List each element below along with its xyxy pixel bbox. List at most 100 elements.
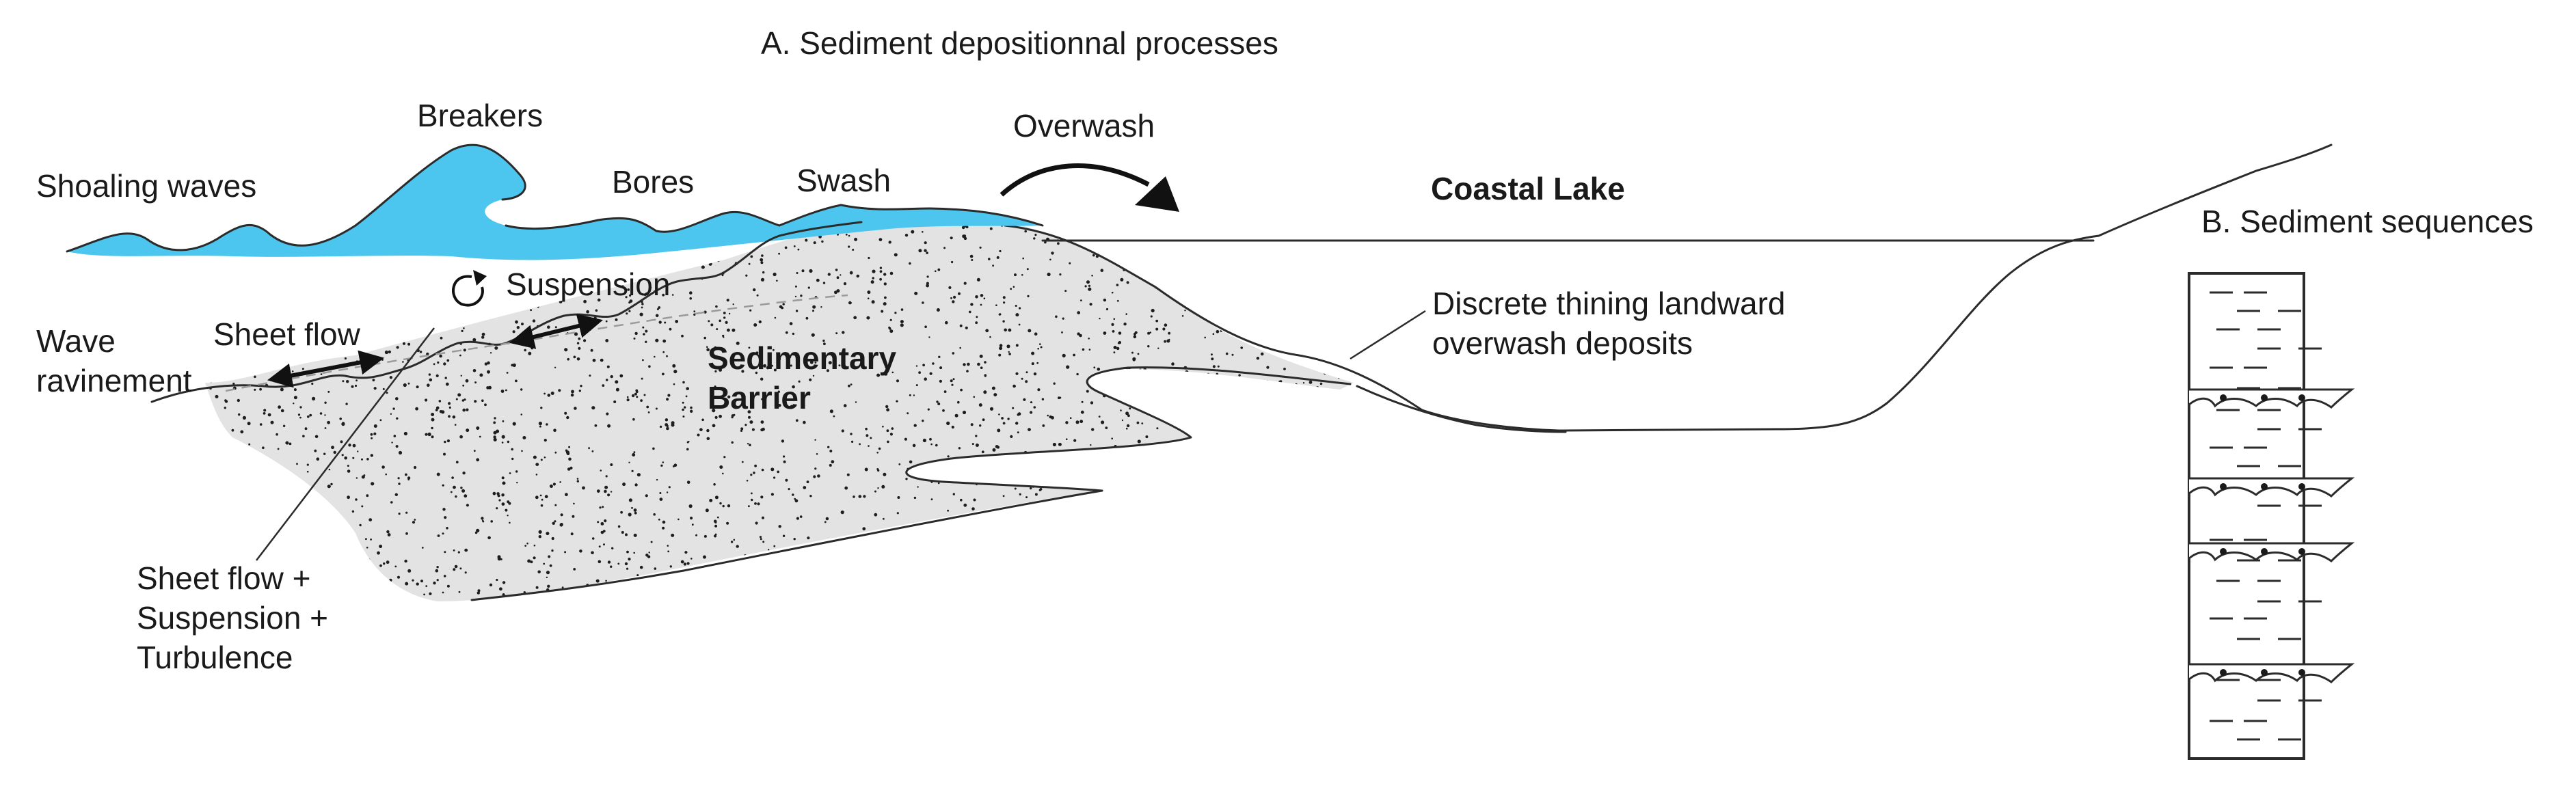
sand-grain-dot <box>1205 558 1207 562</box>
overwash-deposit-lower-line <box>1356 385 1567 433</box>
sand-grain-dot <box>740 429 743 433</box>
sand-grain-dot <box>272 206 274 208</box>
sand-grain-dot <box>1278 226 1282 229</box>
sand-grain-dot <box>996 446 1000 449</box>
sand-grain-dot <box>922 582 924 584</box>
sand-grain-dot <box>1347 493 1352 497</box>
sand-grain-dot <box>1209 500 1213 503</box>
sand-grain-dot <box>446 527 448 530</box>
sand-grain-dot <box>1116 284 1119 286</box>
sand-grain-dot <box>443 362 446 366</box>
sand-grain-dot <box>812 310 814 312</box>
sand-grain-dot <box>634 483 638 487</box>
sand-grain-dot <box>669 222 671 225</box>
sand-grain-dot <box>1116 299 1119 302</box>
sand-grain-dot <box>653 513 656 516</box>
sand-grain-dot <box>228 264 230 266</box>
sand-grain-dot <box>610 491 613 493</box>
sand-grain-dot <box>532 596 535 599</box>
sand-grain-dot <box>1147 245 1151 249</box>
sand-grain-dot <box>1282 422 1286 426</box>
sand-grain-dot <box>1151 308 1155 313</box>
sand-grain-dot <box>950 297 952 299</box>
sand-grain-dot <box>714 534 717 538</box>
sand-grain-dot <box>1285 303 1289 307</box>
sand-grain-dot <box>541 498 544 501</box>
sand-grain-dot <box>209 551 213 554</box>
sand-grain-dot <box>721 274 724 277</box>
sand-grain-dot <box>846 577 848 580</box>
sand-grain-dot <box>758 320 762 324</box>
sand-grain-dot <box>605 339 609 342</box>
sand-grain-dot <box>1257 535 1261 539</box>
sand-grain-dot <box>1097 367 1101 371</box>
sand-grain-dot <box>900 323 904 327</box>
sand-grain-dot <box>271 259 275 263</box>
sand-grain-dot <box>1094 208 1098 212</box>
sand-grain-dot <box>960 498 963 502</box>
sand-grain-dot <box>794 499 799 503</box>
sand-grain-dot <box>459 435 463 439</box>
sand-grain-dot <box>1290 453 1293 456</box>
sand-grain-dot <box>489 352 492 354</box>
sand-grain-dot <box>496 507 498 510</box>
sand-grain-dot <box>1085 584 1088 588</box>
sand-grain-dot <box>914 291 918 295</box>
sand-grain-dot <box>314 305 318 309</box>
sand-grain-dot <box>347 537 351 541</box>
sand-grain-dot <box>378 298 381 301</box>
sand-grain-dot <box>273 466 277 469</box>
sand-grain-dot <box>952 300 955 303</box>
sand-grain-dot <box>1337 217 1341 219</box>
sand-grain-dot <box>595 579 600 583</box>
sand-grain-dot <box>516 326 520 329</box>
sand-grain-dot <box>760 258 764 262</box>
sand-grain-dot <box>969 310 971 314</box>
sand-grain-dot <box>1187 295 1190 298</box>
sand-grain-dot <box>788 355 792 359</box>
sand-grain-dot <box>762 541 765 543</box>
sand-grain-dot <box>682 408 684 411</box>
sand-grain-dot <box>1292 214 1295 216</box>
sand-grain-dot <box>655 338 659 342</box>
sand-grain-dot <box>1008 479 1012 483</box>
sand-grain-dot <box>765 603 767 605</box>
sand-grain-dot <box>853 495 855 498</box>
sand-grain-dot <box>1125 313 1127 315</box>
sand-grain-dot <box>1321 244 1324 247</box>
sand-grain-dot <box>1138 208 1142 212</box>
sand-grain-dot <box>747 443 749 445</box>
sand-grain-dot <box>416 385 419 389</box>
sand-grain-dot <box>998 413 1000 416</box>
sand-grain-dot <box>342 380 345 383</box>
sand-grain-dot <box>345 584 347 587</box>
sand-grain-dot <box>511 457 514 461</box>
sand-grain-dot <box>237 277 241 281</box>
sand-grain-dot <box>690 406 693 409</box>
sand-grain-dot <box>1006 344 1010 349</box>
sand-grain-dot <box>851 591 855 595</box>
sand-grain-dot <box>253 210 256 214</box>
sand-grain-dot <box>532 319 536 323</box>
sand-grain-dot <box>1289 324 1293 328</box>
sand-grain-dot <box>1216 383 1219 386</box>
sand-grain-dot <box>1162 327 1166 331</box>
sand-grain-dot <box>836 549 839 551</box>
sand-grain-dot <box>357 450 359 452</box>
sand-grain-dot <box>1276 293 1279 296</box>
sand-grain-dot <box>407 328 410 331</box>
sand-grain-dot <box>1173 394 1176 397</box>
sand-grain-dot <box>778 252 780 255</box>
sand-grain-dot <box>403 431 408 436</box>
sand-grain-dot <box>487 304 491 308</box>
sand-grain-dot <box>323 452 326 455</box>
label-combined-processes: Sheet flow + Suspension + Turbulence <box>137 560 337 675</box>
sand-grain-dot <box>761 398 764 400</box>
sand-grain-dot <box>691 523 694 526</box>
sand-grain-dot <box>661 208 665 210</box>
sand-grain-dot <box>479 435 481 438</box>
sand-grain-dot <box>639 565 643 569</box>
sand-grain-dot <box>435 569 439 573</box>
label-wave-ravinement: Wave ravinement <box>36 323 192 398</box>
sand-grain-dot <box>796 517 799 520</box>
